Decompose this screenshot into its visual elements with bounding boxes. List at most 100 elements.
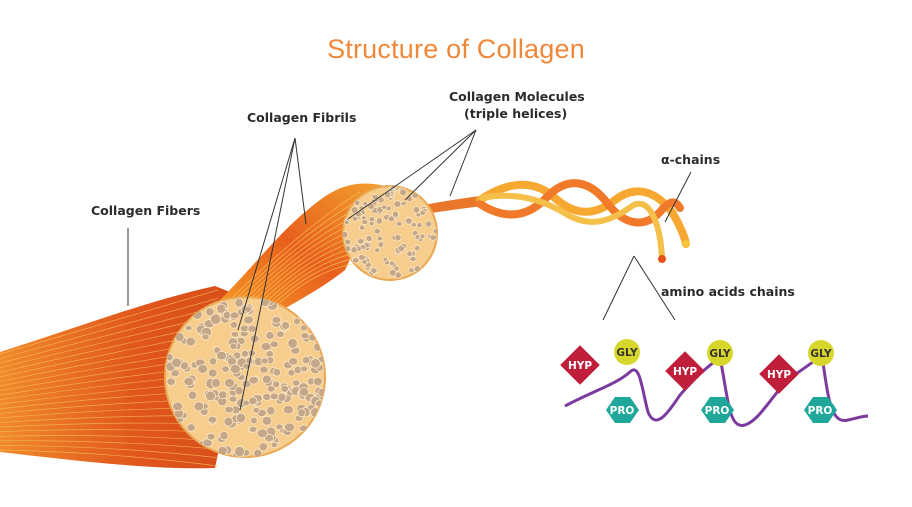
fibril-dot [412,206,421,214]
fibril-dot [414,233,421,240]
fibril-dot [276,330,285,338]
amino-leader-2 [633,255,676,321]
fibril-dot [269,340,279,349]
alpha-chain-strand-1 [476,180,690,248]
molecules-leader-3 [449,129,477,197]
strand-line [0,445,219,458]
fibril-dot [361,219,369,225]
collagen-fibers-label: Collagen Fibers [91,203,201,218]
fibril-dot [399,188,407,197]
fibril-dot [272,367,282,377]
amino-leader-1 [602,255,635,321]
fibril-dot [293,317,302,325]
fibril-dot [247,324,258,333]
gly-residue: GLY [808,340,834,366]
fibril-dot [377,241,385,248]
fibril-dot [248,375,259,385]
alpha-chain-end-2 [658,255,666,263]
fibril-dot [261,374,272,384]
fibril-dot [413,265,422,273]
collagen-fibrils-label: Collagen Fibrils [247,110,357,125]
fibril-dot [317,387,325,398]
gly-residue: GLY [614,339,640,365]
fibril-dot [184,324,193,332]
fibril-dot [299,324,308,332]
fibril-dot [373,227,381,235]
pro-label: PRO [610,405,635,417]
fibril-dot [253,448,263,457]
fibril-dot [394,234,402,242]
fibril-dot [374,247,381,254]
fibril-dot [391,210,399,218]
fibril-dot [406,250,413,257]
fibril-dot [409,256,417,262]
leader-lines [127,129,692,411]
fibril-dot [288,357,299,366]
molecules-leader-2 [404,129,477,201]
fibril-dot [272,380,281,389]
page-title: Structure of Collagen [327,34,585,64]
collagen-fibril-bundle [220,183,385,320]
fibril-dot [228,395,238,403]
fibril-dot [223,416,234,427]
fibril-dot [301,355,311,365]
fibril-dot [266,385,276,393]
fibril-dot [265,331,275,340]
fibril-cross-sections [165,297,325,457]
gly-residue: GLY [707,340,733,366]
fibril-dot [243,315,254,325]
fibril-dot [187,390,198,401]
fibril-dot [395,220,403,227]
fibril-dot [241,349,249,358]
fibril-dot [416,222,423,229]
alpha-chains-label: α-chains [661,152,721,167]
fibril-dot [282,405,294,415]
alpha-chain-end-1 [682,240,690,248]
fibril-dot [367,202,375,211]
fibril-dot [370,267,378,274]
fibril-dot [377,196,385,204]
fibril-dot [252,406,261,414]
fibril-dot [219,431,229,441]
fibril-dot [256,428,268,439]
fibril-dot [234,297,244,308]
fibril-dot [419,233,426,240]
fibril-dot [283,422,296,433]
pro-residue: PRO [701,397,734,423]
hyp-label: HYP [767,369,791,381]
fibril-dot [351,215,358,222]
fibril-dot [230,330,240,338]
amino-acid-chain: HYP GLY PRO HYP GLY PRO [560,339,869,427]
fibril-dot [358,254,366,261]
fibril-dot [261,415,273,426]
fibril-dot [300,365,309,373]
fibril-dot [312,376,323,387]
pro-label: PRO [808,405,833,417]
fibril-dot [404,217,413,225]
fibril-dot [197,364,209,374]
fibril-dot [171,357,182,368]
hyp-residue: HYP [560,345,600,385]
fibril-dot [397,244,405,253]
fibril-dot [410,222,417,228]
fibril-dot [371,194,379,200]
fibril-dot [229,364,241,375]
fibril-dot [362,201,369,207]
fibril-dot [271,315,282,324]
fibril-dot [388,260,396,267]
fibril-dot [281,321,291,330]
alpha-chain-strand-3 [479,192,665,261]
fibril-dot [258,442,268,452]
strand-line [0,289,219,355]
alpha-chain-strand-2 [476,179,684,227]
fibril-dot [269,392,279,401]
fibril-dot [343,220,350,226]
fibril-dot [394,271,402,279]
fibril-dot [300,332,310,340]
fibril-dot [166,377,176,386]
fibril-dot [375,217,383,225]
hyp-label: HYP [673,366,697,378]
fibrils-leader-3 [294,137,307,225]
fibril-dot [424,220,433,228]
triple-helices-label: (triple helices) [464,106,568,121]
